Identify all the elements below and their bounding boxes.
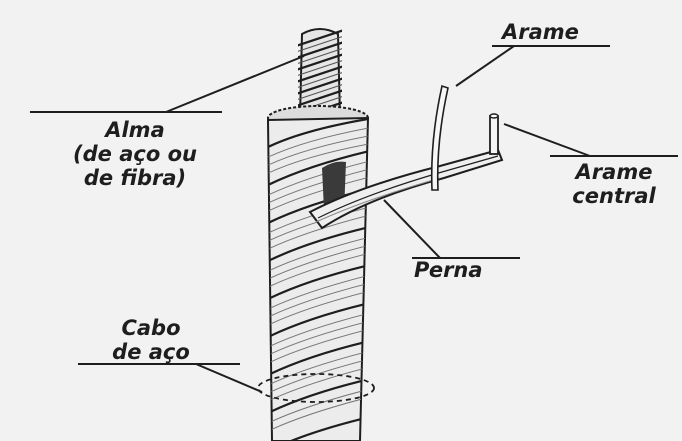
label-cabo-de-aco: Cabo de aço bbox=[86, 316, 216, 364]
label-arame-central-line-2: central bbox=[552, 184, 676, 208]
label-cabo-line-1: Cabo bbox=[86, 316, 216, 340]
label-arame: Arame bbox=[502, 20, 579, 44]
label-arame-central: Arame central bbox=[552, 160, 676, 208]
label-alma-line-1: Alma bbox=[40, 118, 230, 142]
label-alma: Alma (de aço ou de fibra) bbox=[40, 118, 230, 190]
label-alma-line-2: (de aço ou bbox=[40, 142, 230, 166]
label-alma-line-3: de fibra) bbox=[40, 166, 230, 190]
rope-body bbox=[262, 118, 374, 441]
label-arame-central-line-1: Arame bbox=[552, 160, 676, 184]
central-wire-stub bbox=[490, 114, 498, 154]
label-cabo-line-2: de aço bbox=[86, 340, 216, 364]
label-perna: Perna bbox=[414, 258, 483, 282]
